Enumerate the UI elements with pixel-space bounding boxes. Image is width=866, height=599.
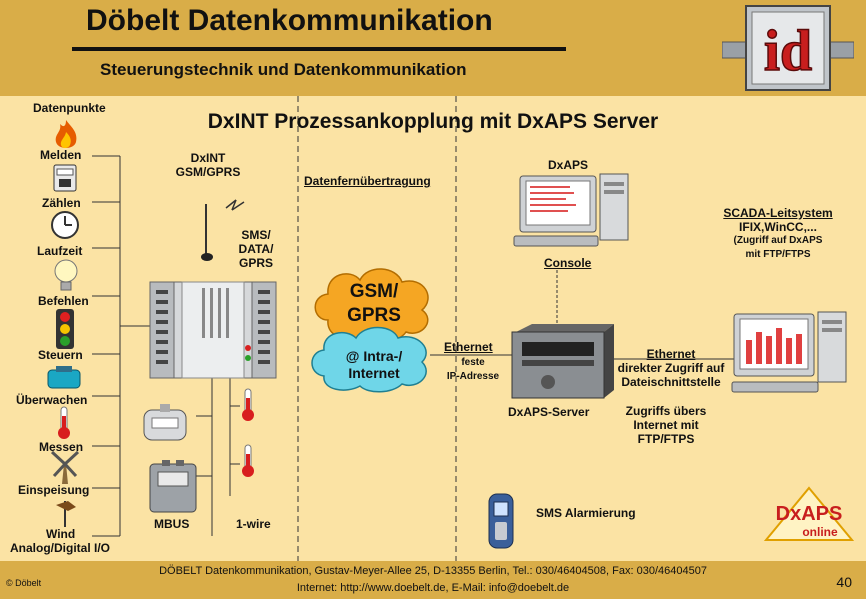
header-title: Döbelt Datenkommunikation bbox=[86, 4, 493, 37]
console-server-link bbox=[556, 270, 558, 330]
onewire-thermometer-1 bbox=[242, 388, 254, 421]
ethernet-link-2 bbox=[614, 358, 744, 360]
datapoints-heading: Datenpunkte bbox=[33, 101, 106, 115]
onewire-label: 1-wire bbox=[236, 517, 271, 531]
console-label: Console bbox=[544, 256, 592, 270]
internet-cloud bbox=[311, 326, 427, 393]
datapoint-ueberwachen: Überwachen bbox=[16, 393, 88, 407]
onewire-thermometer-2 bbox=[242, 444, 254, 477]
network-clouds bbox=[311, 268, 429, 393]
content-panel bbox=[0, 96, 866, 561]
brand-line1: DxAPS bbox=[776, 503, 843, 525]
ethernet-direct-label: Ethernet direkter Zugriff auf Dateischni… bbox=[608, 347, 734, 389]
diagram-title: DxINT Prozessankopplung mit DxAPS Server bbox=[207, 110, 659, 133]
datapoint-zaehlen: Zählen bbox=[42, 196, 81, 210]
fixed-ip-line2: IP-Adresse bbox=[446, 371, 500, 382]
thermometer-icon bbox=[58, 406, 70, 439]
device-link-line3: GPRS bbox=[238, 256, 273, 270]
sms-alarm-label: SMS Alarmierung bbox=[536, 506, 636, 520]
fixed-ip-label: feste IP-Adresse bbox=[436, 356, 510, 384]
footer-copyright: © Döbelt bbox=[6, 578, 42, 588]
header-subtitle: Steuerungstechnik und Datenkommunikation bbox=[100, 60, 467, 79]
ethernet2-line2: direkter Zugriff auf bbox=[617, 361, 725, 375]
ethernet-label-1: Ethernet bbox=[444, 340, 493, 354]
dxaps-server-label: DxAPS-Server bbox=[508, 405, 590, 419]
fixed-ip-line1: feste bbox=[461, 357, 485, 368]
clock-icon bbox=[51, 211, 79, 239]
ethernet-link-1 bbox=[430, 354, 520, 356]
logo-text: id bbox=[764, 18, 812, 83]
console-computer-icon bbox=[513, 173, 629, 247]
internet-access-line2: Internet mit bbox=[633, 418, 699, 432]
ethernet2-line3: Dateischnittstelle bbox=[621, 375, 721, 389]
gsm-line2: GPRS bbox=[347, 305, 401, 326]
dxaps-server-icon bbox=[511, 324, 614, 399]
weathervane-icon bbox=[56, 501, 76, 527]
internet-access-line3: FTP/FTPS bbox=[637, 432, 695, 446]
company-logo: id bbox=[722, 5, 854, 91]
footer-address: DÖBELT Datenkommunikation, Gustav-Meyer-… bbox=[159, 565, 707, 577]
net-line2: Internet bbox=[348, 365, 400, 381]
net-line1: @ Intra-/ bbox=[345, 348, 403, 364]
datapoint-messen: Messen bbox=[39, 440, 84, 454]
scada-line3: (Zugriff auf DxAPS bbox=[733, 235, 823, 246]
dxaps-online-logo: DxAPS online bbox=[763, 486, 855, 541]
gsm-cloud-label: GSM/ GPRS bbox=[316, 280, 432, 328]
mobile-phone-icon bbox=[488, 493, 514, 549]
gsm-line1: GSM/ bbox=[349, 281, 399, 302]
internet-cloud-label: @ Intra-/ Internet bbox=[316, 348, 432, 382]
datapoints-bottom-label: Analog/Digital I/O bbox=[10, 541, 111, 555]
scada-title: SCADA-Leitsystem bbox=[723, 206, 833, 220]
datapoint-wind: Wind bbox=[46, 527, 76, 541]
ethernet2-line1: Ethernet bbox=[646, 347, 696, 361]
gas-meter-icon bbox=[149, 460, 197, 513]
separator-lines bbox=[297, 96, 457, 561]
footer-web: Internet: http://www.doebelt.de, E-Mail:… bbox=[296, 582, 570, 594]
datapoint-melden: Melden bbox=[40, 148, 82, 162]
logo-cube-face bbox=[751, 11, 825, 85]
device-name-line1: DxINT bbox=[190, 151, 226, 165]
lightbulb-icon bbox=[54, 259, 78, 291]
traffic-light-icon bbox=[56, 309, 74, 349]
device-link-label: SMS/ DATA/ GPRS bbox=[232, 228, 280, 270]
brand-line2: online bbox=[802, 525, 838, 539]
datapoint-befehlen: Befehlen bbox=[38, 294, 89, 308]
pump-icon bbox=[47, 366, 81, 389]
device-name: DxINT GSM/GPRS bbox=[168, 151, 248, 179]
scada-line4: mit FTP/FTPS bbox=[745, 249, 811, 260]
scada-label: SCADA-Leitsystem IFIX,WinCC,... (Zugriff… bbox=[708, 206, 848, 262]
datapoint-bracket bbox=[92, 155, 245, 537]
antenna-base bbox=[201, 253, 213, 261]
internet-access-label: Zugriffs übers Internet mit FTP/FTPS bbox=[608, 404, 724, 446]
internet-access-line1: Zugriffs übers bbox=[625, 404, 707, 418]
datapoint-steuern: Steuern bbox=[38, 348, 83, 362]
scada-computer-icon bbox=[731, 311, 847, 393]
datapoint-laufzeit: Laufzeit bbox=[37, 244, 83, 258]
mbus-label: MBUS bbox=[154, 517, 190, 531]
header-rule bbox=[72, 47, 566, 51]
fire-icon bbox=[55, 120, 77, 148]
scada-line2: IFIX,WinCC,... bbox=[739, 220, 817, 234]
device-link-line1: SMS/ bbox=[241, 228, 271, 242]
device-name-line2: GSM/GPRS bbox=[175, 165, 241, 179]
windmill-icon bbox=[50, 450, 80, 484]
mbus-meter-icon bbox=[143, 404, 187, 441]
meter-icon bbox=[53, 164, 77, 192]
page-number: 40 bbox=[836, 574, 852, 590]
dxint-gsm-device bbox=[149, 281, 277, 379]
device-link-line2: DATA/ bbox=[238, 242, 274, 256]
transfer-label: Datenfernübertragung bbox=[304, 174, 431, 188]
datapoint-einspeisung: Einspeisung bbox=[18, 483, 90, 497]
dxaps-label: DxAPS bbox=[548, 158, 589, 172]
